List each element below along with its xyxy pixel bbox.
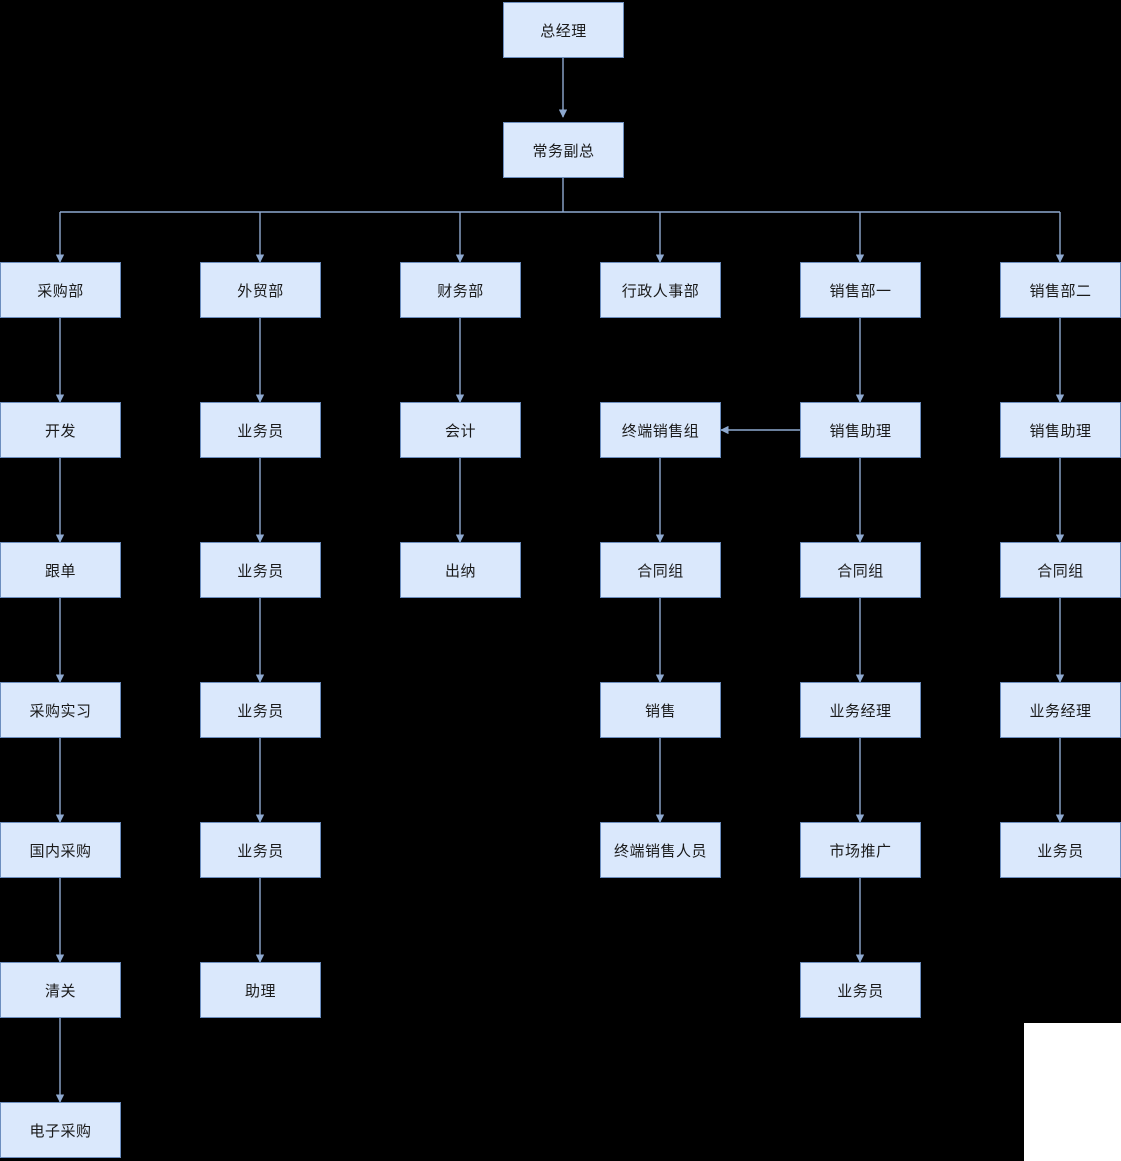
node-general-manager[interactable]: 总经理 (503, 2, 624, 58)
node-finance-cashier[interactable]: 出纳 (400, 542, 521, 598)
node-sales2-assistant[interactable]: 销售助理 (1000, 402, 1121, 458)
node-dept-admin-hr[interactable]: 行政人事部 (600, 262, 721, 318)
node-trade-salesperson-2[interactable]: 业务员 (200, 542, 321, 598)
node-sales1-salesperson[interactable]: 业务员 (800, 962, 921, 1018)
node-sales2-salesperson[interactable]: 业务员 (1000, 822, 1121, 878)
node-sales1-assistant[interactable]: 销售助理 (800, 402, 921, 458)
node-trade-salesperson-1[interactable]: 业务员 (200, 402, 321, 458)
node-sales1-business-manager[interactable]: 业务经理 (800, 682, 921, 738)
node-finance-accountant[interactable]: 会计 (400, 402, 521, 458)
node-terminal-sales-staff[interactable]: 终端销售人员 (600, 822, 721, 878)
node-admin-contract-group[interactable]: 合同组 (600, 542, 721, 598)
node-electronic-purchase[interactable]: 电子采购 (0, 1102, 121, 1158)
node-dept-sales-two[interactable]: 销售部二 (1000, 262, 1121, 318)
node-sales1-contract-group[interactable]: 合同组 (800, 542, 921, 598)
node-trade-salesperson-4[interactable]: 业务员 (200, 822, 321, 878)
node-purchase-merchandising[interactable]: 跟单 (0, 542, 121, 598)
node-admin-sales[interactable]: 销售 (600, 682, 721, 738)
node-dept-purchase[interactable]: 采购部 (0, 262, 121, 318)
node-trade-assistant[interactable]: 助理 (200, 962, 321, 1018)
node-sales1-marketing[interactable]: 市场推广 (800, 822, 921, 878)
blank-region (1024, 1023, 1121, 1161)
node-dept-sales-one[interactable]: 销售部一 (800, 262, 921, 318)
node-domestic-purchase[interactable]: 国内采购 (0, 822, 121, 878)
node-trade-salesperson-3[interactable]: 业务员 (200, 682, 321, 738)
node-purchase-development[interactable]: 开发 (0, 402, 121, 458)
node-terminal-sales-group[interactable]: 终端销售组 (600, 402, 721, 458)
node-exec-vice-president[interactable]: 常务副总 (503, 122, 624, 178)
node-customs-clearance[interactable]: 清关 (0, 962, 121, 1018)
node-purchase-intern[interactable]: 采购实习 (0, 682, 121, 738)
node-dept-finance[interactable]: 财务部 (400, 262, 521, 318)
node-sales2-contract-group[interactable]: 合同组 (1000, 542, 1121, 598)
node-sales2-business-manager[interactable]: 业务经理 (1000, 682, 1121, 738)
node-dept-foreign-trade[interactable]: 外贸部 (200, 262, 321, 318)
